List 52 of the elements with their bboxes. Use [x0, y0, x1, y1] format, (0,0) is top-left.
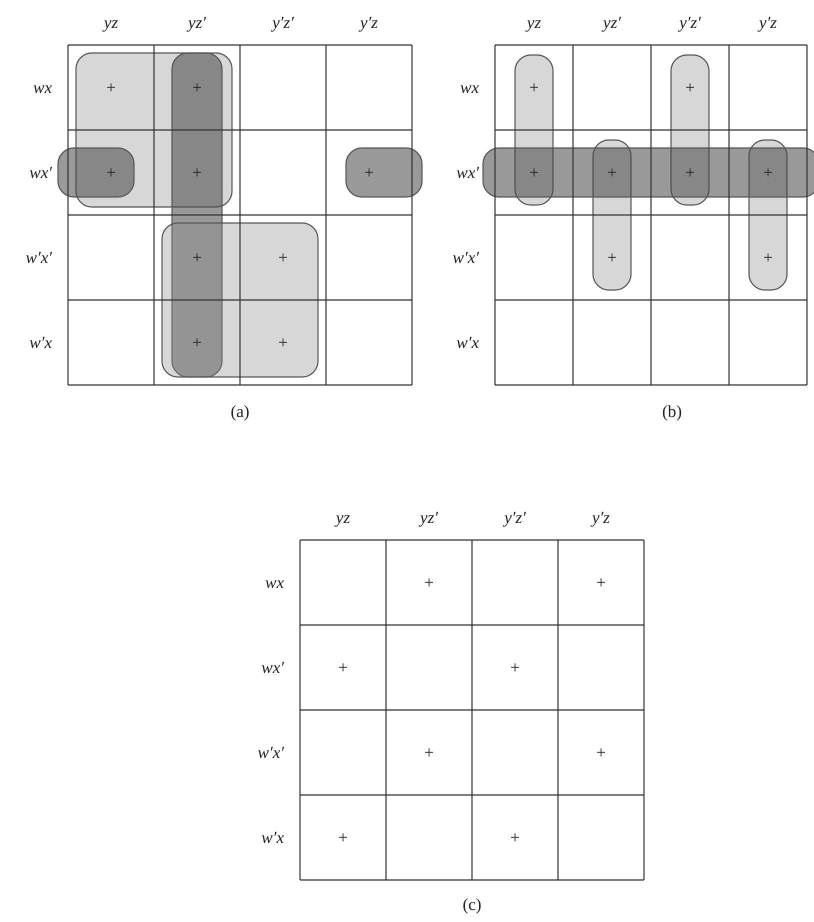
column-label: y′z	[360, 13, 378, 33]
plus-mark: +	[529, 162, 539, 182]
row-label: w′x	[29, 332, 52, 352]
row-label: wx	[265, 572, 284, 592]
column-label: y′z	[592, 508, 610, 528]
row-label: wx	[460, 78, 479, 98]
column-label: yz	[336, 508, 350, 528]
column-label: yz′	[603, 13, 621, 33]
figure-caption: (a)	[230, 402, 250, 422]
plus-mark: +	[596, 572, 606, 592]
plus-mark: +	[763, 248, 773, 268]
plus-mark: +	[278, 248, 288, 268]
plus-mark: +	[106, 162, 116, 182]
column-label: yz	[104, 13, 118, 33]
column-label: y′z	[759, 13, 777, 33]
plus-mark: +	[364, 162, 374, 182]
row-label: w′x′	[452, 248, 479, 268]
figure-caption: (b)	[662, 402, 682, 422]
figure-caption: (c)	[462, 895, 482, 915]
plus-mark: +	[278, 332, 288, 352]
plus-mark: +	[192, 248, 202, 268]
plus-mark: +	[338, 658, 348, 678]
row-label: w′x′	[26, 248, 52, 268]
plus-mark: +	[192, 162, 202, 182]
plus-mark: +	[607, 248, 617, 268]
row-label: w′x	[261, 828, 284, 848]
plus-mark: +	[192, 78, 202, 98]
column-label: yz	[526, 13, 542, 33]
column-label: y′z′	[272, 13, 294, 33]
row-label: wx′	[261, 658, 284, 678]
plus-mark: +	[596, 742, 606, 762]
plus-mark: +	[607, 162, 617, 182]
plus-mark: +	[192, 332, 202, 352]
row-label: w′x′	[258, 742, 284, 762]
plus-mark: +	[510, 828, 520, 848]
row-label: wx′	[29, 162, 52, 182]
plus-mark: +	[338, 828, 348, 848]
column-label: y′z′	[504, 508, 526, 528]
row-label: w′x	[456, 332, 479, 352]
column-label: yz′	[188, 13, 206, 33]
plus-mark: +	[763, 162, 773, 182]
row-label: wx′	[456, 162, 479, 182]
column-label: yz′	[420, 508, 438, 528]
plus-mark: +	[529, 78, 539, 98]
plus-mark: +	[685, 162, 695, 182]
plus-mark: +	[106, 78, 116, 98]
plus-mark: +	[424, 742, 434, 762]
plus-mark: +	[510, 658, 520, 678]
plus-mark: +	[424, 572, 434, 592]
row-label: wx	[33, 78, 52, 98]
column-label: y′z′	[679, 13, 701, 33]
plus-mark: +	[685, 78, 695, 98]
